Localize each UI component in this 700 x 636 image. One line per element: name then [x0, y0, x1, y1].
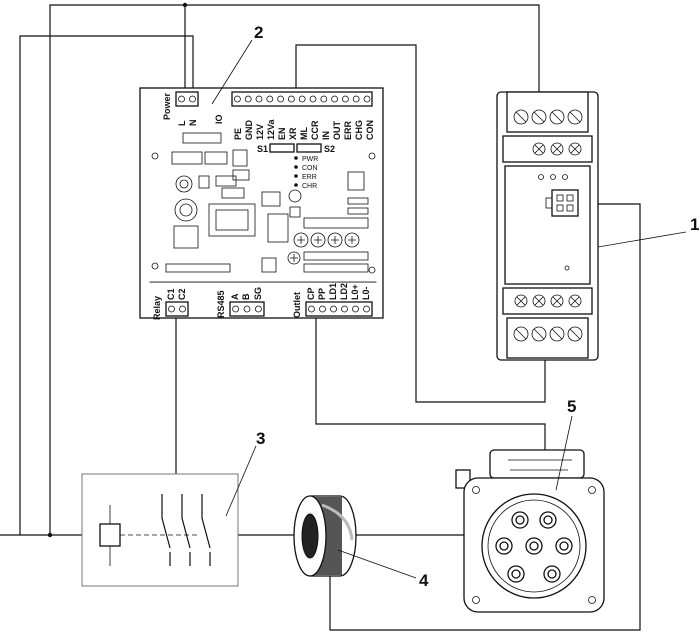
- board-capacitors: [287, 232, 360, 265]
- module-top-screws: [513, 109, 583, 125]
- module-top-terminal: [506, 91, 589, 133]
- led-label: CON: [302, 165, 318, 172]
- io-pin-label: 12Va: [266, 118, 276, 140]
- module-lower-rail: [502, 287, 593, 315]
- controller-board: Power IO L N PE GND 12V 12Va EN XR ML CC…: [139, 87, 384, 320]
- io-pin-label: XR: [288, 127, 298, 140]
- outlet-pin-label: LD1: [328, 283, 338, 300]
- led-label: ERR: [302, 174, 317, 181]
- mounting-hole: [368, 266, 376, 274]
- io-terminal-screws: [233, 95, 371, 103]
- board-components: [149, 132, 377, 283]
- outlet-terminal-block: [305, 301, 373, 317]
- rs485-terminal-block: [229, 301, 265, 317]
- socket-top-housing: [489, 449, 585, 479]
- rs485-pin-label: B: [241, 293, 251, 300]
- outlet-pin-labels: CP PP LD1 LD2 L0+ L0-: [306, 283, 371, 300]
- callout-1: 1: [690, 215, 699, 234]
- io-pin-label: GND: [244, 120, 254, 141]
- callout-5: 5: [567, 397, 576, 416]
- module-to-socket-wire: [329, 203, 641, 631]
- callout-3: 3: [256, 429, 265, 448]
- relay-group-label: Relay: [152, 296, 162, 320]
- relay-pin-label: C1: [166, 288, 176, 300]
- module-connector: [551, 189, 579, 217]
- io-pin-label: PE: [233, 128, 243, 140]
- mounting-hole: [151, 152, 159, 160]
- supply-riser-wire: [49, 4, 540, 535]
- dip-switch-s2: [296, 143, 322, 153]
- mounting-hole: [151, 262, 159, 270]
- rs485-group-label: RS485: [216, 290, 226, 318]
- relay-pin-label: C2: [177, 288, 187, 300]
- callouts: 1 2 3 4 5: [211, 23, 699, 590]
- callout-2: 2: [254, 23, 263, 42]
- io-pin-label: CHG: [354, 120, 364, 140]
- socket-pins: [495, 511, 573, 583]
- io-pin-label: IN: [321, 131, 331, 140]
- io-pin-label: 12V: [255, 124, 265, 140]
- outlet-pin-label: PP: [317, 288, 327, 300]
- relay-terminal-block: [165, 301, 189, 317]
- mounting-hole: [368, 152, 376, 160]
- board-outline: [139, 87, 384, 319]
- power-pin-n: N: [188, 120, 198, 127]
- module-upper-rail: [502, 135, 593, 163]
- io-pin-label: ERR: [343, 120, 353, 140]
- junction-dot: [47, 532, 53, 538]
- module-bottom-terminal: [506, 317, 589, 359]
- io-pin-label: ML: [299, 127, 309, 140]
- io-to-module-wire: [295, 44, 546, 403]
- contactor-coil: [99, 523, 121, 547]
- power-n-wire: [19, 35, 194, 535]
- io-pin-labels: PE GND 12V 12Va EN XR ML CCR IN OUT ERR …: [233, 118, 375, 140]
- led-label: PWR: [302, 156, 318, 163]
- ferrite-ring: [293, 495, 357, 577]
- wiring: [0, 2, 641, 631]
- outlet-group-label: Outlet: [292, 292, 302, 318]
- power-terminal-block: [175, 91, 199, 107]
- switch-s2-label: S2: [324, 144, 335, 154]
- power-group-label: Power: [162, 92, 172, 120]
- power-pin-l: L: [177, 120, 187, 126]
- io-pin-label: OUT: [332, 121, 342, 141]
- io-pin-label: CON: [365, 120, 375, 140]
- callout-4: 4: [419, 571, 429, 590]
- io-pin-label: CCR: [310, 120, 320, 140]
- contactor-switches: [161, 494, 211, 566]
- led-label: CHR: [302, 183, 317, 190]
- module-front-panel: [504, 165, 591, 285]
- charging-socket: [455, 449, 605, 613]
- io-group-label: IO: [214, 114, 224, 124]
- status-leds: PWR CON ERR CHR: [294, 156, 318, 190]
- outlet-pin-label: L0-: [361, 286, 371, 300]
- dip-switch-s1: [269, 143, 295, 153]
- rs485-pin-label: SG: [253, 287, 263, 300]
- io-terminal-block: [231, 91, 373, 107]
- io-pin-label: EN: [277, 127, 287, 140]
- din-rail-module: [496, 91, 599, 361]
- outlet-pin-label: CP: [306, 287, 316, 300]
- switch-s1-label: S1: [257, 144, 268, 154]
- rs485-pin-label: A: [230, 293, 240, 300]
- outlet-cp-wire: [315, 316, 546, 450]
- contactor: [81, 473, 239, 587]
- outlet-pin-label: L0+: [350, 284, 360, 300]
- outlet-pin-label: LD2: [339, 283, 349, 300]
